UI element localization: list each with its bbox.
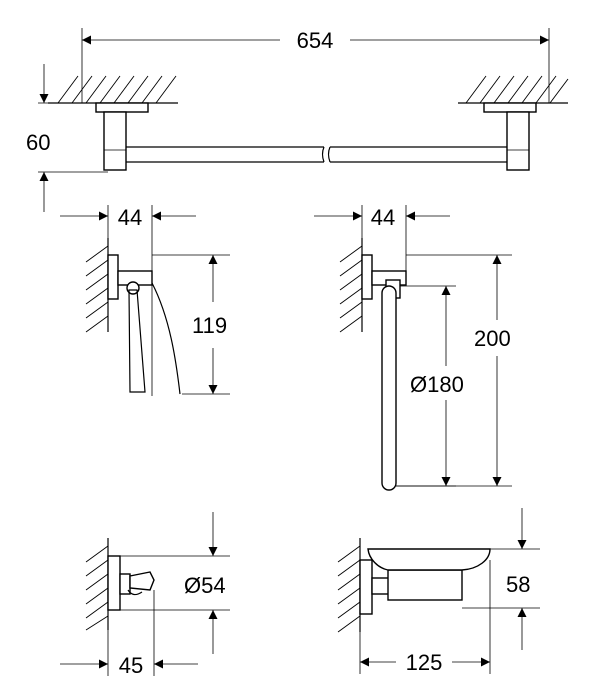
wall-hatch-paper-holder xyxy=(85,238,109,333)
wall-hatch-hook xyxy=(85,538,109,631)
towel-ring-view: 44 Ø180 200 xyxy=(314,205,512,491)
paper-holder-view: 44 119 xyxy=(60,205,230,396)
hook-view: Ø54 45 xyxy=(60,512,230,678)
dim-towel-ring-diameter: Ø180 xyxy=(410,372,464,397)
dim-towel-ring-height: 200 xyxy=(474,326,511,351)
dim-hook-depth: 45 xyxy=(119,653,143,678)
dim-towel-ring-depth: 44 xyxy=(371,205,395,230)
dim-soap-dish-height: 58 xyxy=(506,572,530,597)
dim-hook-diameter: Ø54 xyxy=(184,573,226,598)
dim-towel-bar-height: 60 xyxy=(26,130,50,155)
dim-paper-holder-height: 119 xyxy=(192,313,227,338)
dim-soap-dish-depth: 125 xyxy=(406,650,443,675)
wall-hatch-top-right xyxy=(458,75,569,104)
soap-dish-view: 58 125 xyxy=(337,508,540,675)
dim-paper-holder-depth: 44 xyxy=(118,205,142,230)
dim-towel-bar-length: 654 xyxy=(297,28,334,53)
wall-hatch-towel-ring xyxy=(339,238,363,333)
wall-hatch-top-left xyxy=(48,75,178,104)
wall-hatch-soap-dish xyxy=(337,538,361,633)
towel-bar-view: 654 60 xyxy=(26,28,569,212)
